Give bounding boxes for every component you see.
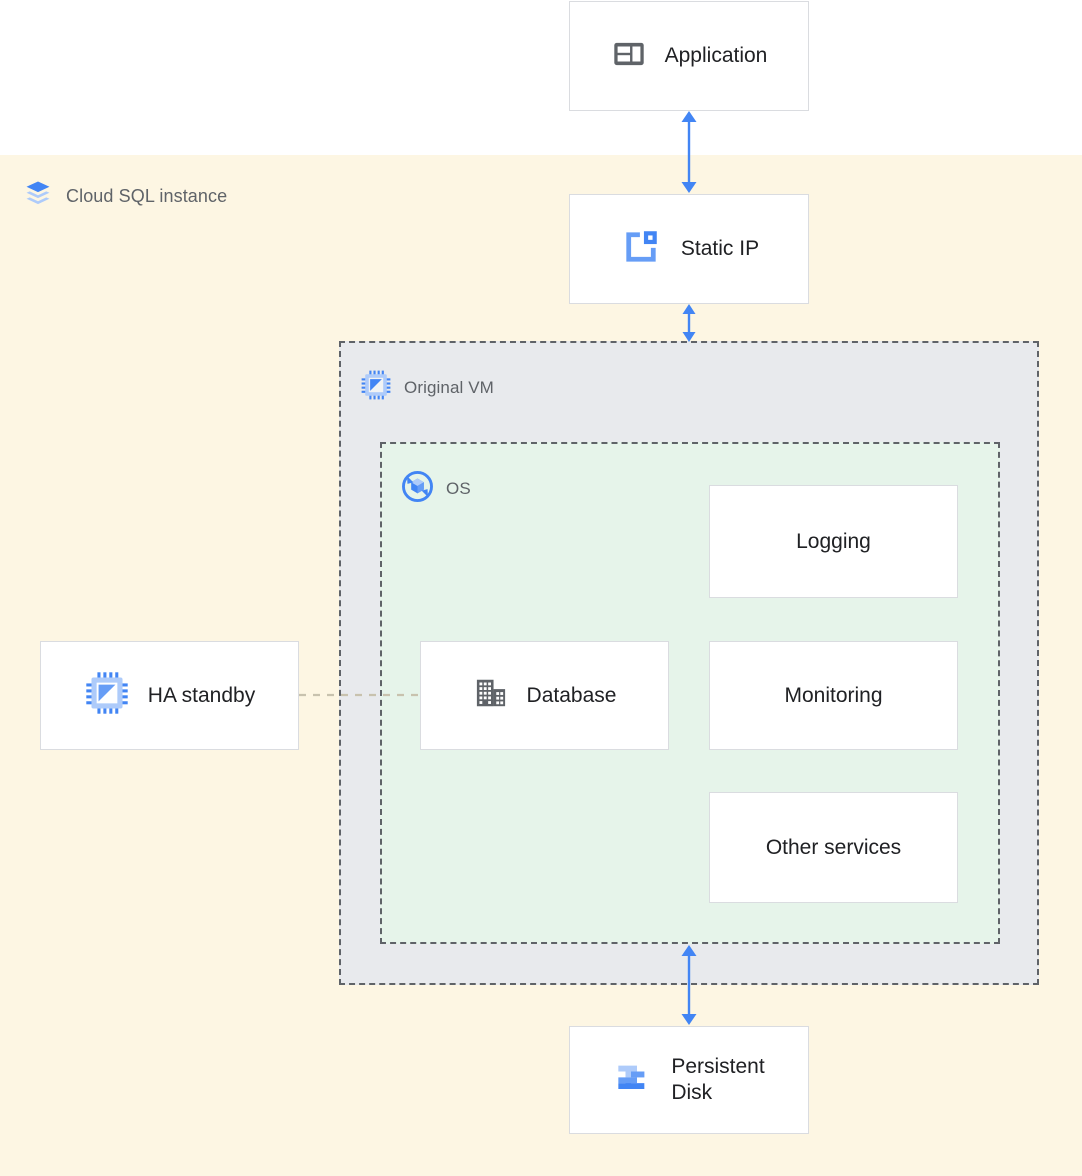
- node-label: Application: [664, 44, 768, 68]
- node-monitoring[interactable]: Monitoring: [709, 641, 958, 750]
- node-label: Other services: [765, 835, 902, 859]
- node-other-services[interactable]: Other services: [709, 792, 958, 903]
- node-database[interactable]: Database: [420, 641, 669, 750]
- node-label: Database: [526, 683, 617, 707]
- region-label-cloud-sql-instance: Cloud SQL instance: [22, 178, 227, 215]
- node-label: HA standby: [147, 683, 256, 707]
- ha-standby-chip-icon: [84, 670, 130, 721]
- region-label-os: OS: [401, 470, 471, 508]
- node-label: Monitoring: [784, 683, 883, 707]
- node-label: Static IP: [680, 237, 760, 261]
- static-ip-icon: [619, 225, 663, 274]
- vm-chip-icon: [360, 369, 392, 406]
- node-ha-standby[interactable]: HA standby: [40, 641, 299, 750]
- node-logging[interactable]: Logging: [709, 485, 958, 598]
- node-label: Logging: [796, 529, 871, 553]
- node-static-ip[interactable]: Static IP: [569, 194, 809, 304]
- os-circle-icon: [401, 470, 434, 508]
- region-label-text: Original VM: [404, 377, 494, 397]
- node-persistent-disk[interactable]: Persistent Disk: [569, 1026, 809, 1134]
- region-label-text: OS: [446, 479, 471, 498]
- node-application[interactable]: Application: [569, 1, 809, 111]
- application-window-icon: [611, 36, 647, 77]
- region-label-original-vm: Original VM: [360, 369, 494, 406]
- persistent-disk-icon: [613, 1058, 653, 1103]
- database-building-icon: [473, 675, 509, 716]
- node-label: Persistent Disk: [671, 1055, 765, 1104]
- region-label-text: Cloud SQL instance: [66, 186, 228, 206]
- cloud-sql-stack-icon: [22, 178, 54, 215]
